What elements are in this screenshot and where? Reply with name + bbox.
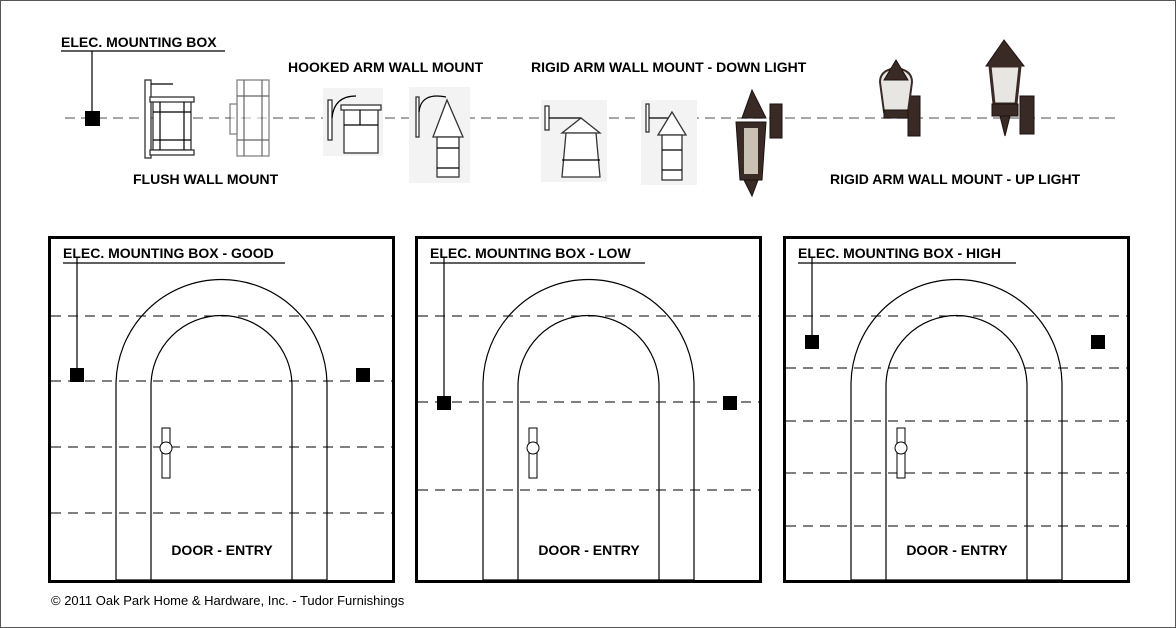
panel-high: ELEC. MOUNTING BOX - HIGH DOOR - ENTRY [783,236,1130,583]
flush-fixture-2 [229,79,270,157]
rigid-up-fixture-2 [985,39,1035,137]
fixture-type-strip: ELEC. MOUNTING BOX FLUSH WALL MOUNT [61,34,1115,198]
panel-title: ELEC. MOUNTING BOX - LOW [430,245,631,261]
outer-arch [850,278,1063,580]
door-arch [885,314,1028,580]
mounting-box-label: ELEC. MOUNTING BOX [61,34,217,50]
mounting-box-right-icon [356,368,370,382]
hooked-fixture-1 [327,95,382,154]
mounting-box-icon [85,111,100,126]
hooked-arm-label: HOOKED ARM WALL MOUNT [288,59,484,75]
mounting-box-left-icon [70,368,84,382]
panel-border [415,236,762,583]
panel-title: ELEC. MOUNTING BOX - HIGH [798,245,1001,261]
door-label: DOOR - ENTRY [538,542,640,558]
panel-good: ELEC. MOUNTING BOX - GOOD DOOR - ENTRY [48,236,395,583]
panel-low: ELEC. MOUNTING BOX - LOW DOOR - ENTRY [415,236,762,583]
panel-border [48,236,395,583]
door-knob [894,441,908,455]
mounting-box-right-icon [1091,335,1105,349]
rigid-down-fixture-1 [544,105,602,178]
door-label: DOOR - ENTRY [906,542,1008,558]
rigid-up-label: RIGID ARM WALL MOUNT - UP LIGHT [830,171,1081,187]
mounting-box-left-icon [805,335,819,349]
rigid-down-fixture-3 [735,88,783,198]
rigid-down-fixture-2 [645,103,688,181]
door-knob [526,441,540,455]
mounting-box-right-icon [723,396,737,410]
outer-arch [482,278,695,580]
door-label: DOOR - ENTRY [171,542,273,558]
rigid-up-fixture-1 [878,59,921,137]
hooked-fixture-2 [415,95,464,178]
door-knob [159,441,173,455]
door-arch [517,314,660,580]
outer-arch [115,278,328,580]
copyright-text: © 2011 Oak Park Home & Hardware, Inc. - … [51,593,405,608]
rigid-down-label: RIGID ARM WALL MOUNT - DOWN LIGHT [531,59,807,75]
flush-fixture-1 [144,79,195,159]
flush-wall-mount-label: FLUSH WALL MOUNT [133,171,279,187]
panel-border [783,236,1130,583]
panel-title: ELEC. MOUNTING BOX - GOOD [63,245,274,261]
door-arch [150,314,293,580]
mounting-box-left-icon [437,396,451,410]
